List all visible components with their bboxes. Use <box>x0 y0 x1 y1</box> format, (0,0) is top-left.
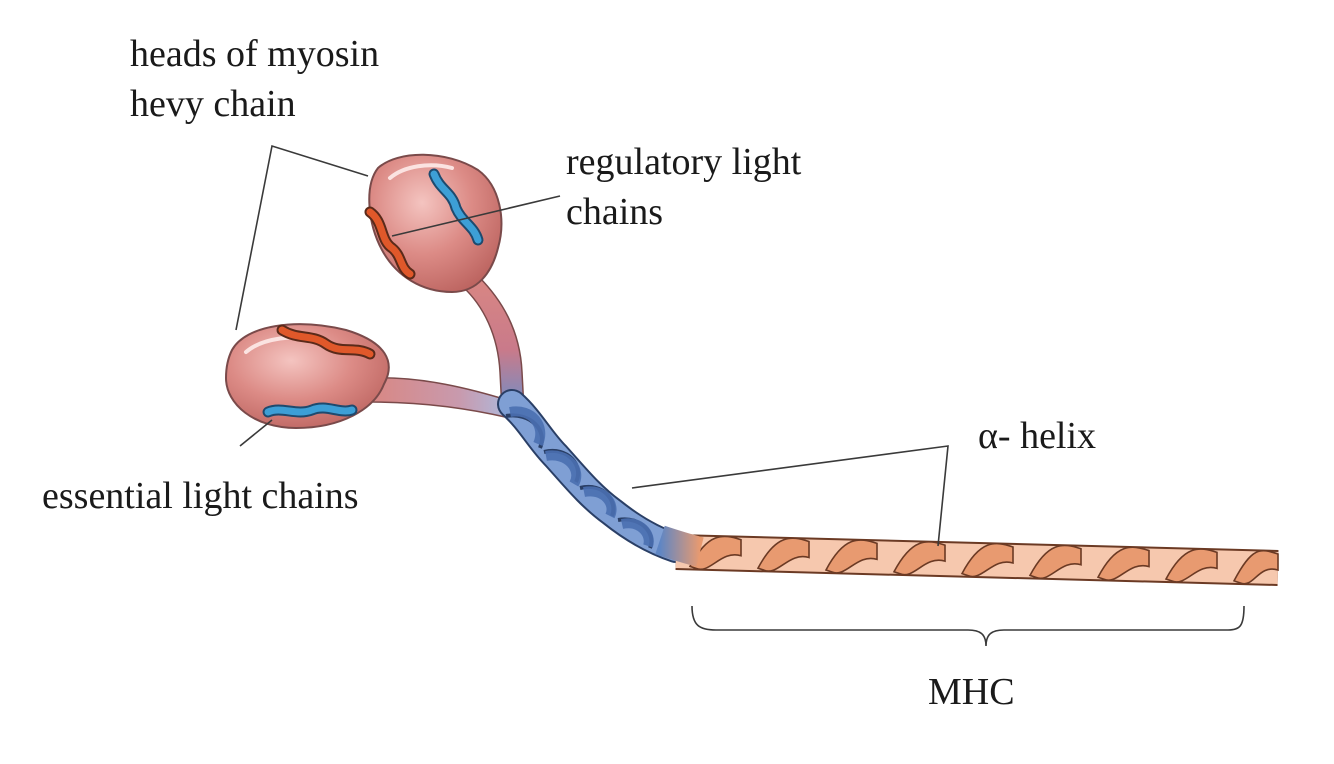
regulatory-leader <box>391 195 561 237</box>
label-regulatory-line1: regulatory light <box>566 141 802 183</box>
label-alpha-helix: α- helix <box>978 415 1096 457</box>
heads-leader <box>235 144 369 331</box>
label-heads-line1: heads of myosin <box>130 33 379 75</box>
essential-leader <box>239 419 273 447</box>
tail-strand-segment <box>688 535 742 571</box>
mhc-brace <box>691 605 1245 647</box>
tail-strand-segment <box>1028 544 1082 580</box>
label-regulatory-line2: chains <box>566 191 663 233</box>
tail-strand-segment <box>1096 546 1150 581</box>
coiled-coil-neck <box>497 389 691 563</box>
tail-strand-segment <box>892 541 946 576</box>
tail-strand-segment <box>824 539 878 574</box>
upper-head-highlight <box>388 163 454 180</box>
label-heads-line2: hevy chain <box>130 83 296 125</box>
label-essential: essential light chains <box>42 475 359 517</box>
tail-strand-segment <box>1232 549 1279 585</box>
tail-strand-segment <box>1164 548 1218 583</box>
tail-strand-segment <box>756 537 810 572</box>
tail-strand-segment <box>960 542 1014 578</box>
mhc-tail <box>655 525 1279 586</box>
leader-lines <box>235 144 949 547</box>
lower-head-neck <box>369 377 521 421</box>
label-mhc: MHC <box>928 671 1015 713</box>
helix-leader <box>631 445 949 547</box>
